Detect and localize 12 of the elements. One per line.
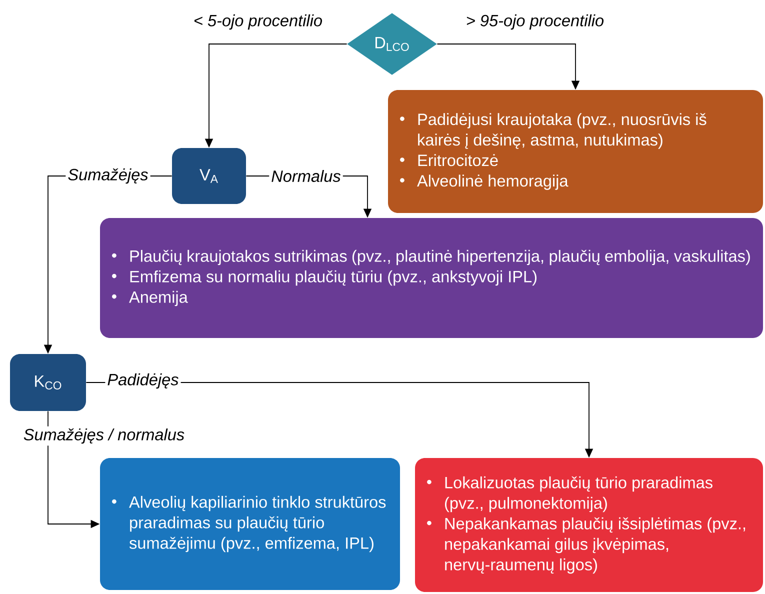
edge-label: Normalus <box>269 168 343 184</box>
edge-label: Sumažėjęs <box>66 166 150 186</box>
result-box: Lokalizuotas plaučių tūrio praradimas (pvz., pulmonektomija) Nepakankamas plaučių išsiplėtimas (pvz., nepakankamai gilus įkvėpimas, nervų-raumenų ligos) <box>415 458 763 592</box>
edge-label: Sumažėjęs / normalus <box>21 426 187 446</box>
result-box: Alveolių kapiliarinio tinklo struktūros praradimas su plaučių tūrio sumažėjimu (pvz., emfizema, IPL) <box>100 458 400 590</box>
result-box: Plaučių kraujotakos sutrikimas (pvz., plautinė hipertenzija, plaučių embolija, vaskulitas) Emfizema su normaliu plaučių tūriu (pvz., ankstyvoji IPL) Anemija <box>100 218 763 338</box>
edge-label: > 95-ojo procentilio <box>466 14 604 30</box>
edge-label: Padidėjęs <box>105 371 181 391</box>
result-box: Padidėjusi kraujotaka (pvz., nuosrūvis iš kairės į dešinę, astma, nutukimas) Eritrocitozė Alveolinė hemoragija <box>388 90 763 213</box>
edge-label: < 5-ojo procentilio <box>194 14 322 30</box>
process-box: K$_{CO}$ <box>10 354 86 411</box>
process-box: V$_{A}$ <box>172 148 246 204</box>
